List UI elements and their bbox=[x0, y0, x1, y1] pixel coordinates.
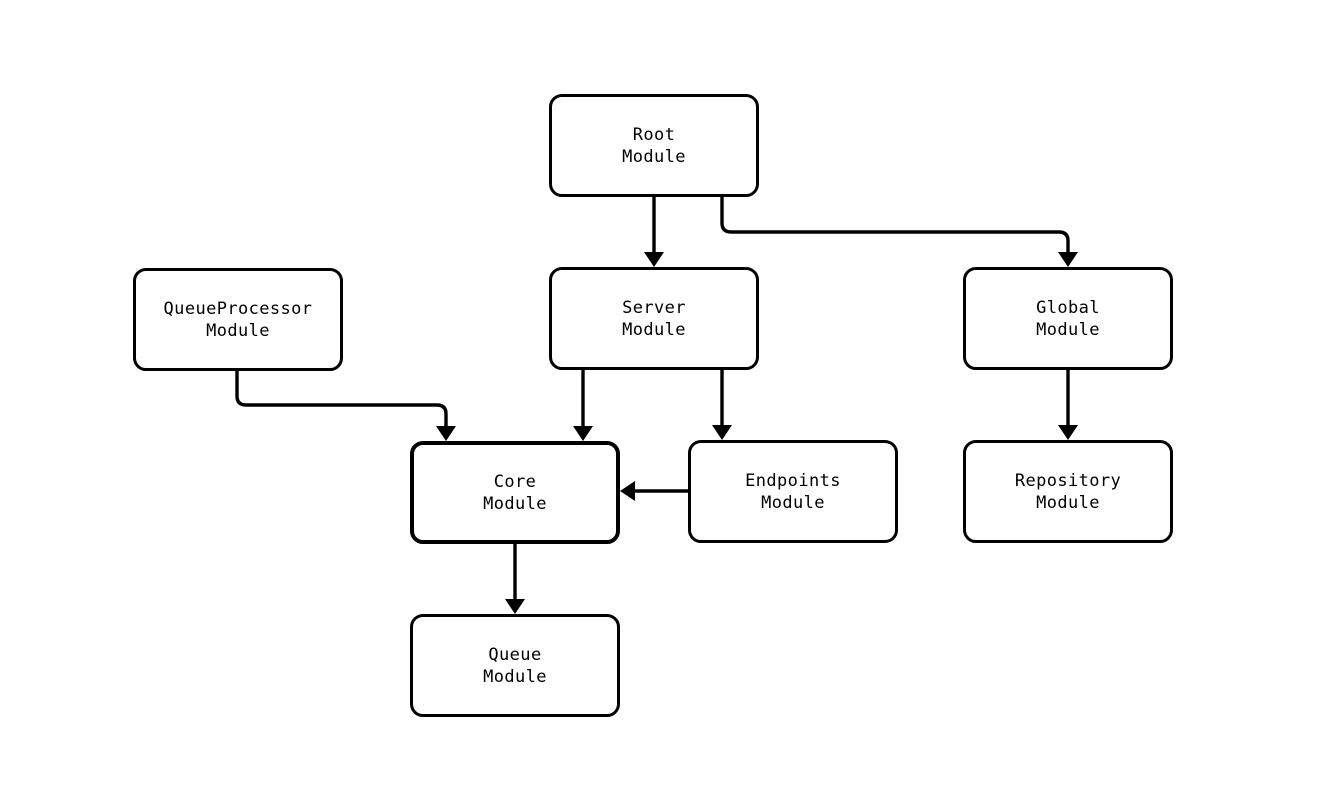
node-label-secondary: Module bbox=[206, 320, 270, 341]
edge-endpoints-to-core bbox=[620, 481, 688, 501]
edge-server-to-core bbox=[573, 370, 593, 441]
arrowhead-icon bbox=[436, 426, 456, 441]
node-label-secondary: Module bbox=[483, 666, 547, 687]
arrowhead-icon bbox=[1058, 425, 1078, 440]
edge-server-to-endpoints bbox=[712, 370, 732, 440]
arrowhead-icon bbox=[1058, 252, 1078, 267]
arrowhead-icon bbox=[505, 599, 525, 614]
edge-global-to-repository bbox=[1058, 370, 1078, 440]
node-label-primary: Core bbox=[493, 471, 537, 492]
edge-queueprocessor-to-core bbox=[235, 371, 456, 441]
node-label-secondary: Module bbox=[483, 493, 547, 514]
edge-line bbox=[720, 197, 1070, 253]
node-label-primary: Root bbox=[632, 124, 676, 145]
arrowhead-icon bbox=[573, 426, 593, 441]
arrowhead-icon bbox=[712, 425, 732, 440]
edge-root-to-global bbox=[720, 197, 1078, 267]
node-label-primary: Endpoints bbox=[745, 470, 841, 491]
node-label-primary: Queue bbox=[488, 644, 542, 665]
node-label-primary: Global bbox=[1036, 297, 1100, 318]
node-label-secondary: Module bbox=[1036, 319, 1100, 340]
node-label-secondary: Module bbox=[1036, 492, 1100, 513]
node-label-primary: Repository bbox=[1014, 470, 1122, 491]
arrowhead-icon bbox=[620, 481, 635, 501]
node-label-primary: QueueProcessor bbox=[163, 298, 313, 319]
edge-core-to-queue bbox=[505, 544, 525, 614]
arrowhead-icon bbox=[644, 252, 664, 267]
node-label-secondary: Module bbox=[622, 146, 686, 167]
edge-root-to-server bbox=[644, 197, 664, 267]
edge-line bbox=[235, 371, 448, 427]
node-label-secondary: Module bbox=[622, 319, 686, 340]
node-label-secondary: Module bbox=[761, 492, 825, 513]
node-label-primary: Server bbox=[622, 297, 686, 318]
